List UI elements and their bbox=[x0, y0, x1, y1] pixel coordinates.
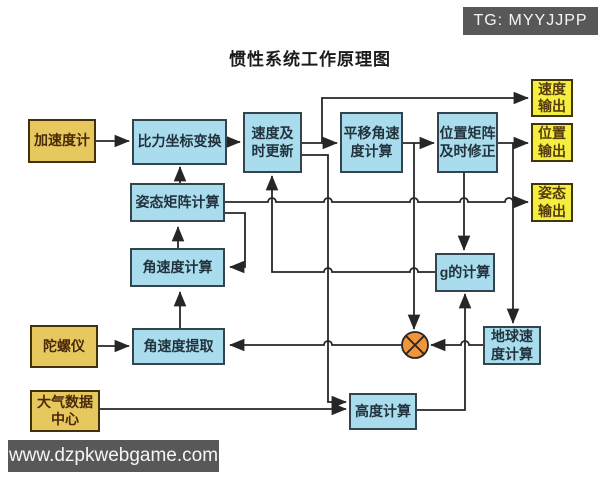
node-force-transform: 比力坐标变换 bbox=[132, 119, 227, 165]
node-position-output: 位置 输出 bbox=[531, 123, 573, 162]
node-position-matrix: 位置矩阵 及时修正 bbox=[437, 112, 498, 173]
node-velocity-update: 速度及 时更新 bbox=[243, 112, 302, 173]
node-attitude-output: 姿态 输出 bbox=[531, 183, 573, 222]
node-g-calc: g的计算 bbox=[435, 253, 495, 292]
site-watermark: www.dzpkwebgame.com bbox=[8, 440, 219, 472]
node-angular-rate-extract: 角速度提取 bbox=[132, 328, 225, 365]
node-earth-velocity: 地球速 度计算 bbox=[483, 326, 541, 365]
wire-group bbox=[96, 91, 529, 416]
node-translation-rate: 平移角速 度计算 bbox=[340, 112, 403, 173]
node-altitude-calc: 高度计算 bbox=[349, 393, 417, 430]
node-velocity-output: 速度 输出 bbox=[531, 79, 573, 117]
page-title: 惯性系统工作原理图 bbox=[229, 50, 391, 69]
multiplier-node bbox=[401, 331, 429, 359]
node-air-data-center: 大气数据 中心 bbox=[30, 390, 100, 432]
node-attitude-matrix: 姿态矩阵计算 bbox=[130, 183, 225, 222]
node-accelerometer: 加速度计 bbox=[28, 119, 96, 163]
tg-watermark-banner: TG: MYYJJPP bbox=[463, 7, 598, 35]
node-gyroscope: 陀螺仪 bbox=[30, 325, 98, 368]
node-angular-rate-calc: 角速度计算 bbox=[130, 248, 225, 287]
